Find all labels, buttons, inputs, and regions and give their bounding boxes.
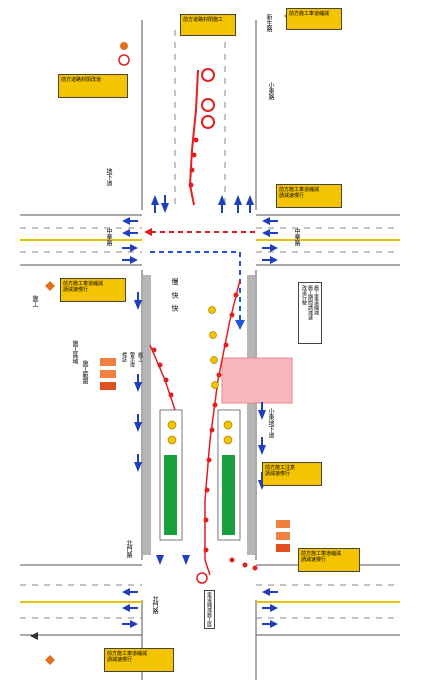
label-lane-marks: 慢 快 快: [171, 278, 179, 314]
label-road-cross-upper-left: 中華路: [105, 228, 112, 246]
legend-squares: [100, 358, 290, 552]
road-lines: [20, 20, 400, 680]
label-underpass: 地下道: [105, 168, 112, 186]
label-road-cross-lower: 北門路: [151, 596, 158, 614]
sign-top-center: 前方道路封閉施工: [180, 14, 236, 36]
lane-arrows: [122, 195, 278, 628]
barrier-frame-left: [159, 409, 183, 541]
detour-blue-dash: [150, 251, 241, 320]
warning-lights: [167, 306, 233, 445]
label-road-top-right: 新生路: [265, 14, 272, 32]
label-side-note: 施工範圍: [81, 360, 88, 384]
green-barrier-right: [222, 455, 235, 535]
sign-right-upper: 前方施工車道縮減 請減速慢行: [276, 184, 342, 208]
sign-bottom-center: 前方施工車道縮減 請減速慢行: [104, 648, 174, 672]
label-road-cross-upper-right: 中華路: [293, 228, 300, 246]
green-barrier-left: [164, 455, 177, 535]
barrier-frame-right: [217, 409, 241, 541]
underpass-wall-left: [143, 275, 151, 555]
sign-right-middle: 前方施工注意 請減速慢行: [262, 462, 322, 486]
note-box: 施工車道縮減 施工期間請減速 改道行駛: [298, 282, 322, 344]
label-left-bottom-text: 施工: [31, 295, 38, 307]
detour-arrowhead: [144, 228, 152, 236]
sign-left-middle: 前方施工車道縮減 請減速慢行: [60, 278, 126, 302]
detour-red-top: [188, 69, 199, 206]
sign-right-lower: 前方施工車道縮減 請減速慢行: [298, 548, 360, 572]
center-lines: [20, 239, 400, 603]
north-marker: [30, 632, 38, 640]
label-right-upper-road: 小東路: [267, 82, 274, 100]
lane-dashes: [20, 30, 400, 619]
cone-line-main: [204, 279, 241, 576]
cone-markers: [151, 137, 258, 571]
sign-top-right: 前方施工車道縮減: [286, 8, 342, 30]
underpass-wall-right: [247, 275, 255, 555]
sign-left-top: 前方道路封閉改道: [58, 74, 128, 98]
pink-work-zone: [221, 357, 293, 404]
label-bottom-small-box: 車道縮減施工區: [204, 590, 215, 629]
label-road-cross-lower-left: 北門路: [125, 540, 132, 558]
label-legend-left: 施工 警示燈 標誌: [121, 352, 143, 367]
label-left-caption: 施工區域: [71, 340, 78, 364]
no-entry-signs: [118, 42, 215, 584]
cone-line-left: [149, 344, 176, 411]
detour-blue-arrowhead: [235, 320, 245, 330]
label-right-side-vertical: 小東地下道: [267, 408, 274, 438]
